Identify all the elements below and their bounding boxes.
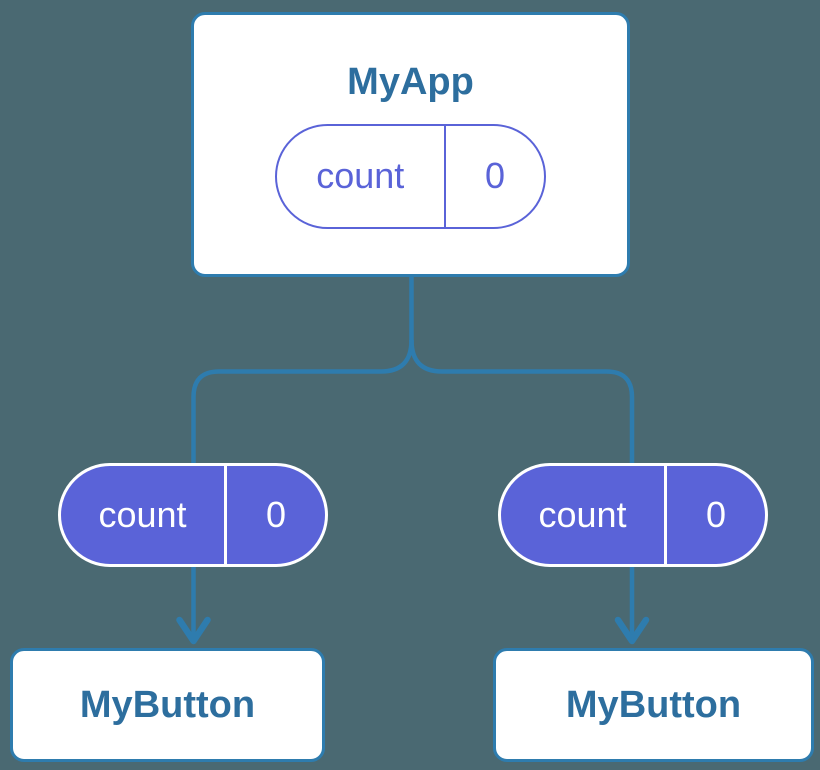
prop-pill-left-value: 0 [265, 494, 287, 535]
node-mybutton-right: MyButton [493, 648, 814, 762]
node-mybutton-right-title: MyButton [565, 683, 742, 726]
state-pill-divider [443, 125, 446, 227]
state-pill-value: 0 [484, 155, 506, 196]
right-branch-line [409, 339, 635, 640]
prop-pill-right-value: 0 [705, 494, 727, 535]
prop-pill-right-name: count [538, 494, 627, 535]
prop-pill-right: count 0 [498, 463, 768, 567]
state-pill-name: count [316, 155, 405, 196]
prop-pill-right-divider [664, 466, 667, 564]
node-myapp-title: MyApp [347, 60, 474, 103]
prop-pill-left-name: count [98, 494, 187, 535]
prop-pill-left: count 0 [58, 463, 328, 567]
left-arrow-down-icon [176, 616, 211, 645]
node-mybutton-left: MyButton [10, 648, 325, 762]
prop-pill-left-divider [224, 466, 227, 564]
node-mybutton-left-title: MyButton [79, 683, 256, 726]
right-arrow-down-icon [614, 616, 650, 645]
state-pill: count 0 [275, 123, 546, 229]
left-branch-line [191, 339, 414, 640]
node-myapp: MyApp count 0 [191, 12, 630, 277]
